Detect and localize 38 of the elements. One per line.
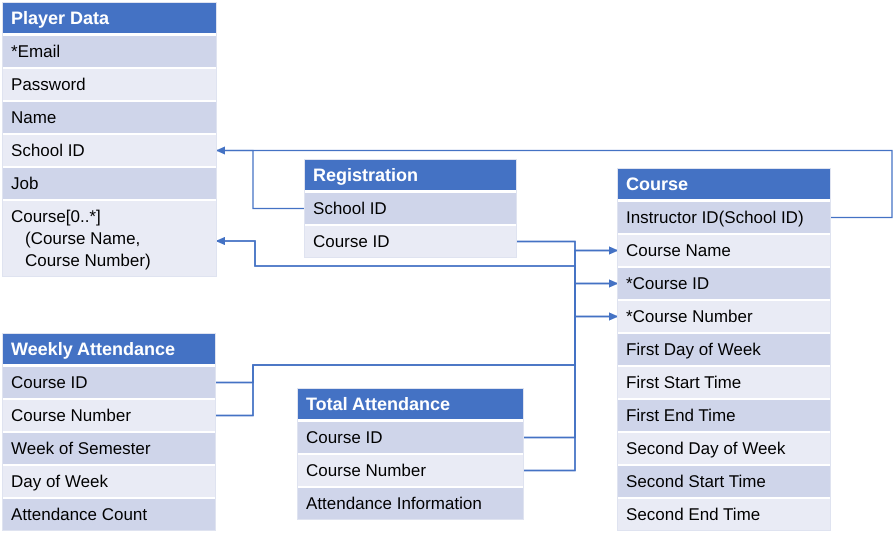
attribute-row: Course ID bbox=[3, 367, 215, 398]
attribute-row: Course[0..*] (Course Name, Course Number) bbox=[3, 201, 216, 276]
entity-table bbox=[304, 159, 517, 258]
attribute-row: Attendance Count bbox=[3, 499, 215, 530]
attribute-row: Second End Time bbox=[618, 499, 830, 530]
attribute-row: Course ID bbox=[305, 226, 516, 257]
table-header: Player Data bbox=[3, 3, 216, 33]
attribute-row: Second Start Time bbox=[618, 466, 830, 497]
attribute-row: Second Day of Week bbox=[618, 433, 830, 464]
attribute-row: Instructor ID(School ID) bbox=[618, 202, 830, 233]
attribute-row: Course Name bbox=[618, 235, 830, 266]
entity-table bbox=[297, 388, 524, 520]
attribute-row: First Day of Week bbox=[618, 334, 830, 365]
table-header: Weekly Attendance bbox=[3, 334, 215, 364]
entity-table bbox=[617, 168, 831, 531]
attribute-row: *Email bbox=[3, 36, 216, 67]
attribute-row: School ID bbox=[305, 193, 516, 224]
connector-arrow bbox=[216, 146, 305, 210]
attribute-row: First End Time bbox=[618, 400, 830, 431]
attribute-row: Password bbox=[3, 69, 216, 100]
connector-arrow bbox=[523, 312, 618, 472]
attribute-row: Name bbox=[3, 102, 216, 133]
table-header: Total Attendance bbox=[298, 389, 523, 419]
attribute-row: Course Number bbox=[3, 400, 215, 431]
attribute-row: *Course ID bbox=[618, 268, 830, 299]
attribute-row: Course Number bbox=[298, 455, 523, 486]
attribute-row: First Start Time bbox=[618, 367, 830, 398]
attribute-row: Day of Week bbox=[3, 466, 215, 497]
entity-table bbox=[2, 2, 217, 277]
attribute-row: *Course Number bbox=[618, 301, 830, 332]
attribute-row: Attendance Information bbox=[298, 488, 523, 519]
table-header: Registration bbox=[305, 160, 516, 190]
attribute-row: Job bbox=[3, 168, 216, 199]
attribute-row: Week of Semester bbox=[3, 433, 215, 464]
attribute-row: School ID bbox=[3, 135, 216, 166]
attribute-row: Course ID bbox=[298, 422, 523, 453]
entity-table bbox=[2, 333, 216, 531]
table-header: Course bbox=[618, 169, 830, 199]
